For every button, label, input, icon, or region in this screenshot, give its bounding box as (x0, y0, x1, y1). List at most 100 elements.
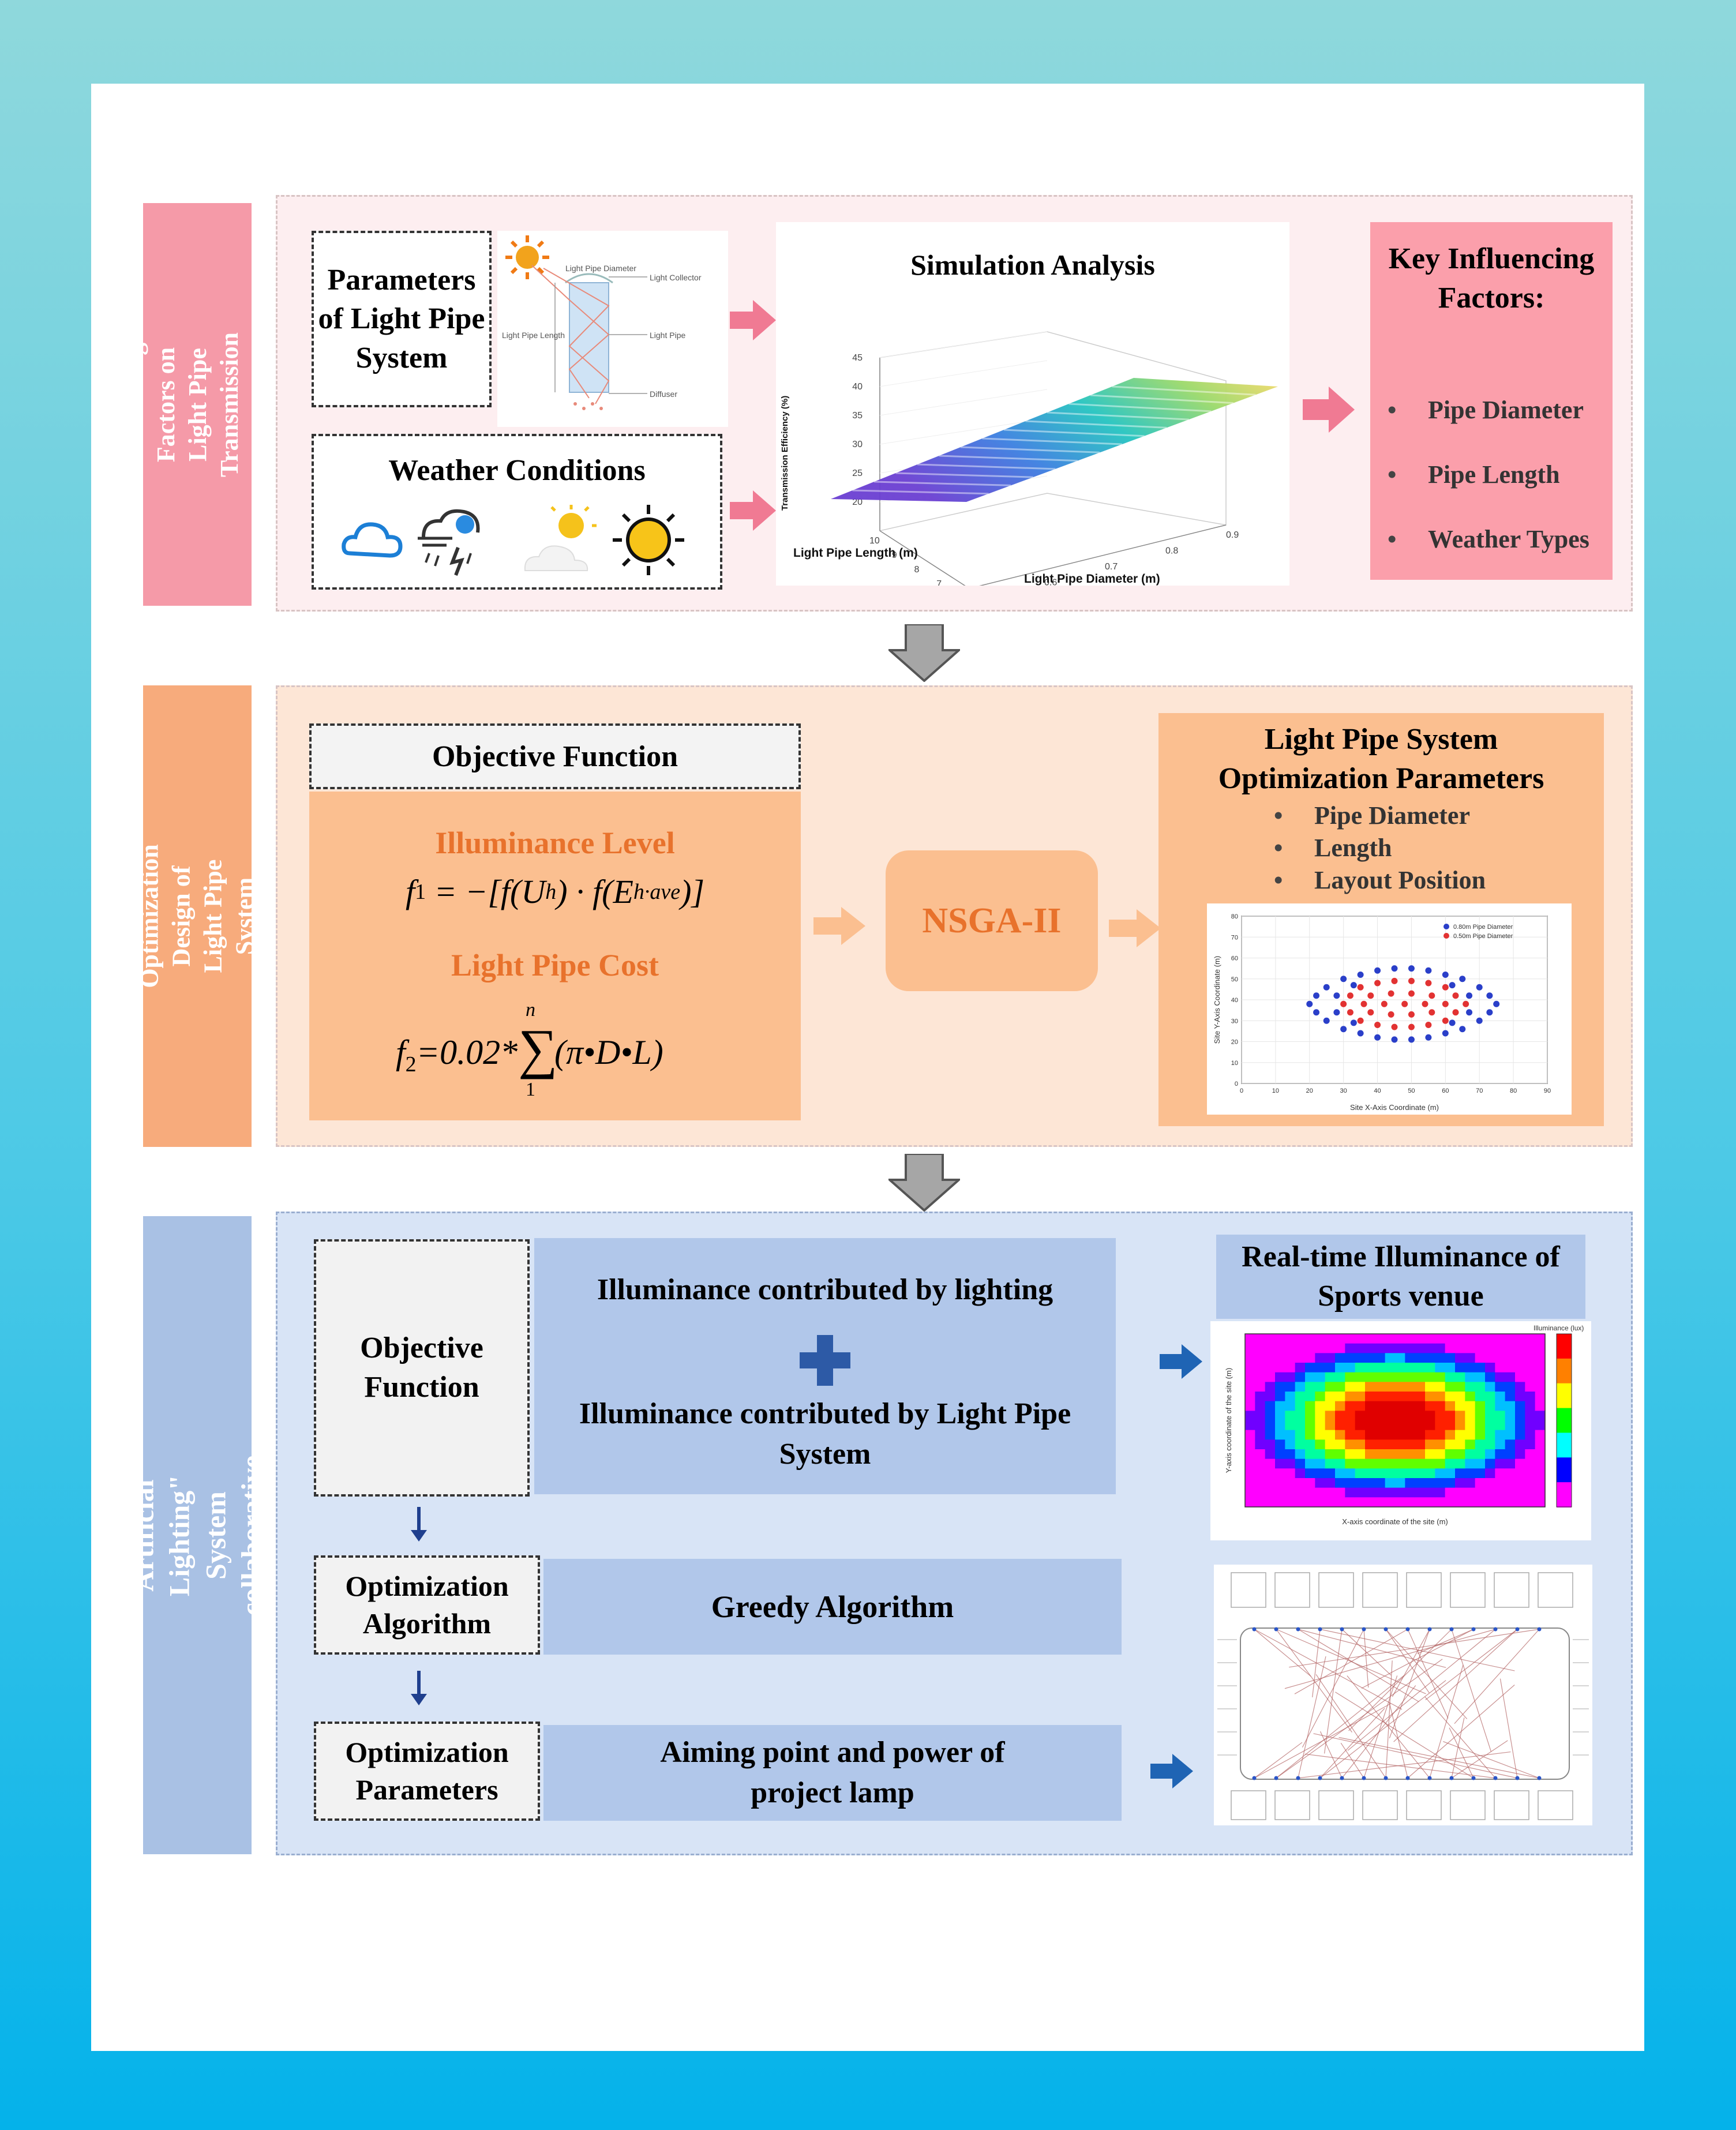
x-axis-label: X-axis coordinate of the site (m) (1342, 1517, 1448, 1526)
optimization-algorithm-box: Optimization Algorithm (314, 1555, 540, 1655)
heatmap-cell (1435, 1458, 1446, 1469)
heatmap-cell (1305, 1411, 1315, 1421)
y-tick-label: 80 (1231, 913, 1238, 920)
heatmap-cell (1505, 1420, 1516, 1431)
heatmap-cell (1535, 1411, 1546, 1421)
colorbar-segment (1557, 1432, 1572, 1458)
scatter-point (1367, 1009, 1374, 1016)
heatmap-cell (1395, 1401, 1405, 1411)
aiming-line (1407, 1629, 1449, 1719)
z-tick-label: 20 (852, 497, 863, 507)
heatmap-cell (1535, 1363, 1546, 1373)
lamp-marker (1362, 1627, 1366, 1632)
heatmap-cell (1345, 1363, 1356, 1373)
aiming-line (1304, 1753, 1496, 1779)
sun-icon (613, 505, 684, 575)
heatmap-cell (1485, 1487, 1495, 1498)
x-tick-label: 80 (1510, 1088, 1517, 1094)
heatmap-cell (1485, 1392, 1495, 1402)
heatmap-cell (1465, 1468, 1476, 1479)
heatmap-cell (1285, 1401, 1296, 1411)
heatmap-cell (1335, 1430, 1345, 1440)
objective-function-box-label: Objective Function (360, 1332, 483, 1404)
heatmap-cell (1295, 1382, 1306, 1392)
heatmap-cell (1255, 1497, 1266, 1507)
heatmap-cell (1345, 1420, 1356, 1431)
aiming-line (1323, 1629, 1343, 1754)
aiming-line (1276, 1675, 1404, 1779)
heatmap-cell (1455, 1411, 1465, 1421)
heatmap-cell (1485, 1449, 1495, 1460)
heatmap-cell (1345, 1478, 1356, 1488)
heatmap-cell (1375, 1372, 1386, 1382)
heatmap-cell (1415, 1478, 1426, 1488)
heatmap-cell (1375, 1449, 1386, 1460)
light-pipe-schematic: Light Pipe Diameter Light Collector Ligh… (497, 231, 728, 427)
heatmap-cell (1365, 1478, 1375, 1488)
scatter-point (1306, 1000, 1313, 1007)
objective-function-header: Objective Function (309, 723, 801, 789)
heatmap-cell (1475, 1411, 1486, 1421)
aiming-line (1417, 1629, 1474, 1654)
heatmap-cell (1445, 1468, 1456, 1479)
heatmap-cell (1265, 1449, 1276, 1460)
aiming-line (1499, 1678, 1518, 1779)
aiming-line (1284, 1629, 1496, 1689)
objective-function-box: Objective Function (314, 1239, 530, 1497)
heatmap-cell (1375, 1382, 1386, 1392)
heatmap-cell (1285, 1458, 1296, 1469)
heatmap-cell (1465, 1420, 1476, 1431)
heatmap-cell (1285, 1363, 1296, 1373)
scatter-point (1340, 1000, 1347, 1007)
heatmap-cell (1265, 1439, 1276, 1450)
simulation-chart: Simulation Analysis 2025303540451098760.… (776, 222, 1289, 586)
lamp-marker (1537, 1627, 1542, 1632)
heatmap-cell (1365, 1392, 1375, 1402)
heatmap-cell (1385, 1334, 1396, 1344)
lamp-marker (1405, 1776, 1410, 1780)
heatmap-cell (1465, 1353, 1476, 1363)
heatmap-cell (1475, 1382, 1486, 1392)
heatmap-cell (1535, 1478, 1546, 1488)
heatmap-cell (1445, 1478, 1456, 1488)
heatmap-cell (1325, 1334, 1336, 1344)
lamp-marker (1493, 1776, 1498, 1780)
heatmap-cell (1535, 1439, 1546, 1450)
y-tick-label: 0.7 (1105, 562, 1118, 572)
aiming-line (1298, 1629, 1419, 1702)
scatter-point (1476, 1017, 1483, 1024)
heatmap-cell (1255, 1487, 1266, 1498)
scatter-point (1466, 992, 1473, 999)
heatmap-cell (1395, 1392, 1405, 1402)
heatmap-cell (1275, 1392, 1285, 1402)
heatmap-cell (1515, 1343, 1525, 1353)
heatmap-cell (1505, 1411, 1516, 1421)
heatmap-cell (1265, 1478, 1276, 1488)
heatmap-cell (1465, 1382, 1476, 1392)
z-tick-label: 40 (852, 382, 863, 392)
aiming-line (1385, 1629, 1430, 1693)
heatmap-cell (1525, 1363, 1536, 1373)
heatmap-cell (1345, 1372, 1356, 1382)
weather-icons (337, 502, 684, 578)
heatmap-cell (1475, 1420, 1486, 1431)
heatmap-cell (1385, 1363, 1396, 1373)
label-diffuser: Diffuser (650, 389, 677, 399)
heatmap-cell (1405, 1411, 1416, 1421)
nsga-ii-label: NSGA-II (922, 901, 1062, 940)
surface-stripe (873, 481, 1011, 486)
heatmap-cell (1415, 1334, 1426, 1344)
params-box-label: Parameters of Light Pipe System (318, 263, 485, 374)
storm-icon (418, 509, 480, 576)
heatmap-cell (1275, 1372, 1285, 1382)
scatter-point (1357, 984, 1364, 991)
heatmap-cell (1465, 1430, 1476, 1440)
aiming-line (1363, 1629, 1369, 1688)
heatmap-cell (1275, 1487, 1285, 1498)
heatmap-cell (1355, 1420, 1366, 1431)
heatmap-cell (1385, 1487, 1396, 1498)
heatmap-cell (1245, 1382, 1255, 1392)
heatmap-cell (1275, 1497, 1285, 1507)
heatmap-cell (1445, 1334, 1456, 1344)
heatmap-cell (1405, 1372, 1416, 1382)
